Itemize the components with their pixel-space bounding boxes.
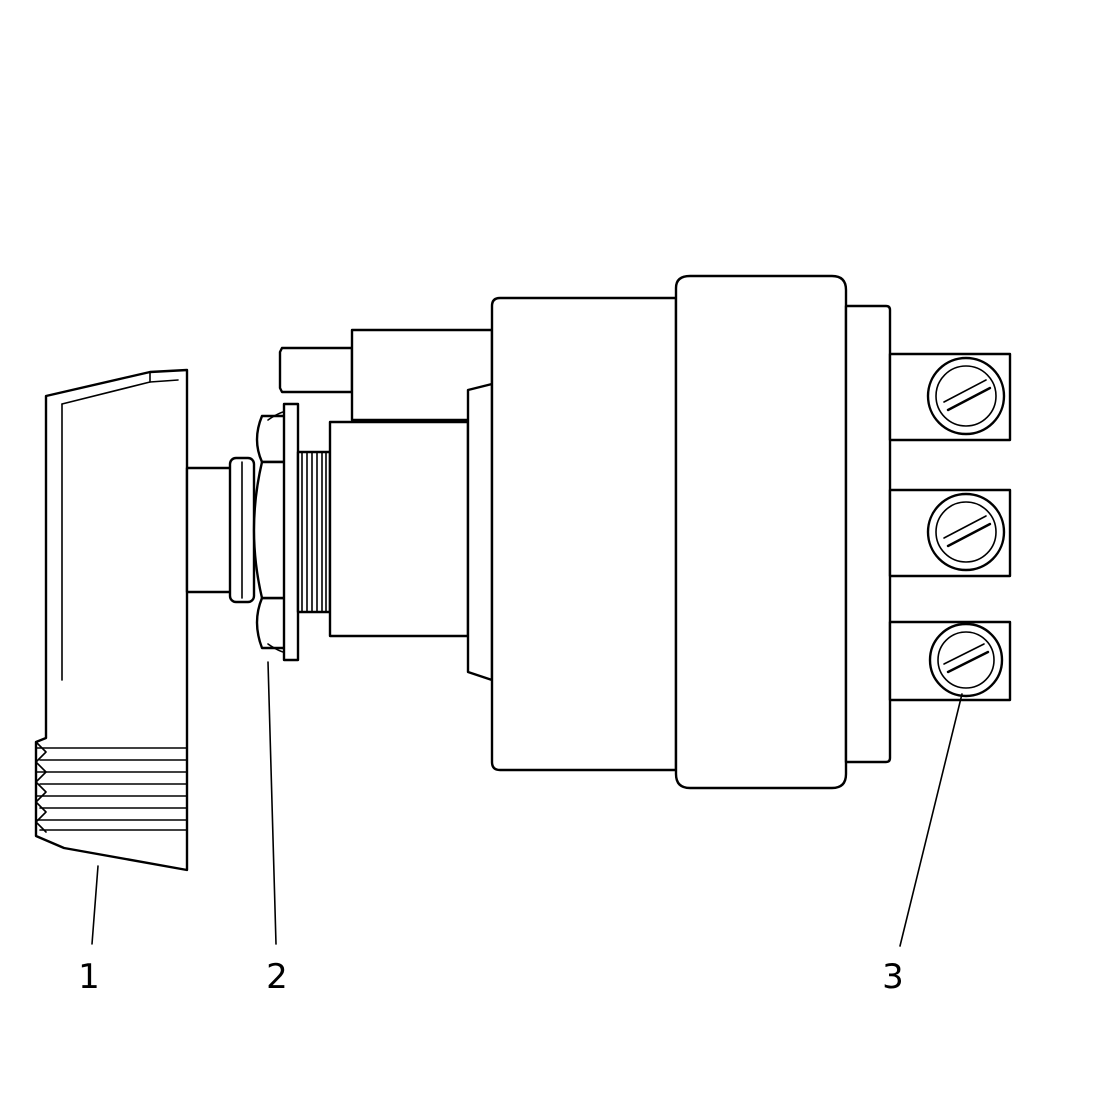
terminal-bottom [888, 620, 1012, 702]
terminal-block [888, 352, 1012, 702]
terminal-top [888, 352, 1012, 442]
threaded-bushing [296, 450, 332, 614]
lock-washer [282, 402, 300, 662]
callout-label-3: 3 [882, 957, 904, 997]
leader-line-3 [899, 693, 963, 947]
switch-body [278, 274, 892, 790]
callout-label-1: 1 [78, 957, 100, 997]
shaft [185, 456, 256, 604]
knob [34, 368, 189, 872]
leader-line-1 [91, 865, 99, 945]
terminal-middle [888, 488, 1012, 578]
leader-line-2 [267, 661, 277, 945]
callout-label-2: 2 [266, 957, 288, 997]
